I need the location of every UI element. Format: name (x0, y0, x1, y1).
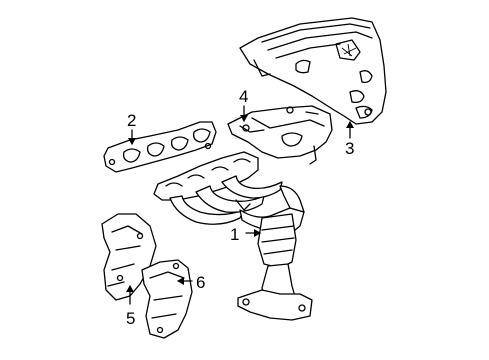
callout-leaders (126, 105, 354, 305)
part-3-upper-heat-insulator (239, 17, 387, 125)
callout-6: 6 (196, 273, 205, 292)
callout-3: 3 (345, 139, 354, 158)
callout-4: 4 (239, 87, 248, 106)
part-4-heat-insulator (227, 105, 333, 165)
callout-1: 1 (230, 225, 239, 244)
callout-labels: 1 2 3 4 5 6 (126, 87, 354, 328)
part-2-manifold-gasket (103, 121, 217, 173)
part-5-heat-shield (101, 213, 157, 301)
callout-5: 5 (126, 309, 135, 328)
part-6-heat-shield (141, 259, 193, 339)
part-1-exhaust-manifold (153, 151, 313, 321)
callout-2: 2 (127, 111, 136, 130)
